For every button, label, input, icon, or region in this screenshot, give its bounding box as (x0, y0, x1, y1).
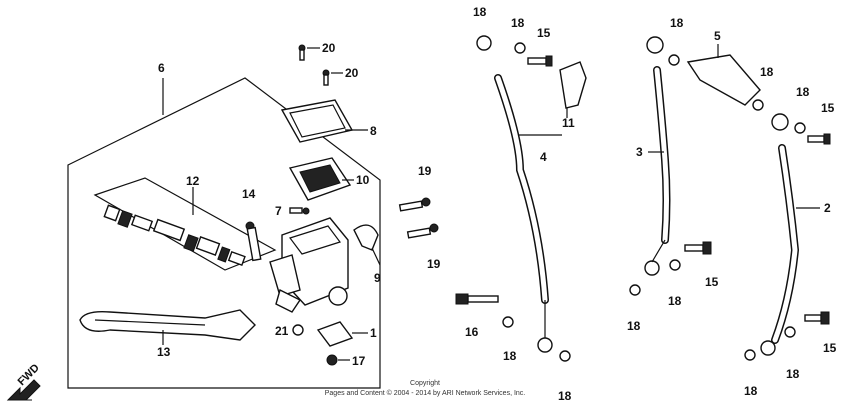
master-cylinder-assembly-outline (67, 77, 381, 389)
washer-18-i[interactable] (744, 349, 756, 361)
label-4: 4 (540, 150, 547, 164)
piston-set-outline (93, 177, 277, 271)
label-13: 13 (157, 345, 171, 359)
label-2: 2 (824, 201, 831, 215)
brake-hose-4[interactable] (494, 74, 549, 304)
brake-hose-3-inner (654, 67, 669, 243)
brake-hose-4-inner (495, 75, 548, 303)
label-8: 8 (370, 124, 377, 138)
three-way-joint[interactable] (686, 54, 761, 106)
hose-2-eyelet-bottom (760, 340, 776, 356)
screw-20-lower[interactable] (322, 69, 330, 86)
bolt-15-d[interactable] (804, 311, 830, 325)
washer-18-c[interactable] (559, 350, 571, 362)
holder-clamp[interactable] (353, 224, 379, 251)
forward-arrow: FWD (6, 362, 42, 401)
label-21: 21 (275, 324, 289, 338)
label-9: 9 (374, 271, 381, 285)
label-18-c: 18 (503, 349, 517, 363)
copyright-line-1: Copyright (410, 380, 440, 387)
copyright-line-2: Pages and Content © 2004 - 2014 by ARI N… (325, 389, 526, 397)
label-14: 14 (242, 187, 256, 201)
hose-3-fitting (651, 239, 666, 263)
hose-2-eyelet-top (771, 113, 789, 131)
master-cylinder-body[interactable] (269, 217, 349, 313)
label-12: 12 (186, 174, 200, 188)
label-15-b: 15 (821, 101, 835, 115)
label-18-j: 18 (786, 367, 800, 381)
label-18-b: 18 (511, 16, 525, 30)
screw-20-upper[interactable] (298, 44, 306, 61)
hose-4-eyelet-top (476, 35, 492, 51)
washer-18-a[interactable] (514, 42, 526, 54)
hose-3-eyelet-bottom (644, 260, 660, 276)
label-17: 17 (352, 354, 366, 368)
washer-18-h[interactable] (669, 259, 681, 271)
label-5: 5 (714, 29, 721, 43)
label-19-lower: 19 (427, 257, 441, 271)
hose-4-eyelet-bottom (537, 337, 553, 353)
label-18-a: 18 (473, 5, 487, 19)
hose-3-eyelet-top (646, 36, 664, 54)
label-7: 7 (275, 204, 282, 218)
label-15-a: 15 (537, 26, 551, 40)
label-18-e: 18 (670, 16, 684, 30)
diaphragm-center (299, 164, 341, 193)
label-11: 11 (562, 116, 575, 130)
reservoir-cap-inner (289, 104, 346, 138)
bolt-16[interactable] (455, 293, 499, 305)
bolt-15-b[interactable] (807, 133, 831, 145)
washer-18-g[interactable] (629, 284, 641, 296)
label-1: 1 (370, 326, 377, 340)
label-6: 6 (158, 61, 165, 75)
label-20-upper: 20 (322, 41, 336, 55)
washer-18-d[interactable] (668, 54, 680, 66)
screw-17[interactable] (326, 354, 338, 366)
piston-set[interactable] (103, 204, 246, 266)
bolt-7[interactable] (289, 207, 310, 215)
washer-18-f[interactable] (794, 122, 806, 134)
brake-hose-2-inner (772, 145, 798, 343)
label-18-i: 18 (627, 319, 641, 333)
label-15-c: 15 (705, 275, 719, 289)
label-18-k: 18 (744, 384, 758, 398)
label-18-d: 18 (558, 389, 572, 403)
label-16: 16 (465, 325, 479, 339)
label-18-f: 18 (760, 65, 774, 79)
label-19-upper: 19 (418, 164, 432, 178)
label-18-h: 18 (668, 294, 682, 308)
pivot-bolt[interactable] (245, 221, 262, 262)
label-20-lower: 20 (345, 66, 359, 80)
brake-lever-ridge (94, 319, 206, 326)
label-10: 10 (356, 173, 370, 187)
label-18-g: 18 (796, 85, 810, 99)
bolt-15-a[interactable] (527, 55, 553, 67)
bolt-15-c[interactable] (684, 241, 712, 255)
label-15-d: 15 (823, 341, 837, 355)
stop-switch[interactable] (316, 321, 354, 347)
screw-21[interactable] (292, 324, 304, 336)
bolt-19-upper[interactable] (398, 197, 431, 212)
leader-9 (371, 247, 381, 266)
label-3: 3 (636, 145, 643, 159)
brake-hose-joint[interactable] (559, 61, 587, 109)
brake-lever[interactable] (79, 309, 256, 341)
washer-18-e[interactable] (752, 99, 764, 111)
bolt-19-lower[interactable] (406, 223, 439, 239)
washer-18-j[interactable] (784, 326, 796, 338)
washer-18-b[interactable] (502, 316, 514, 328)
